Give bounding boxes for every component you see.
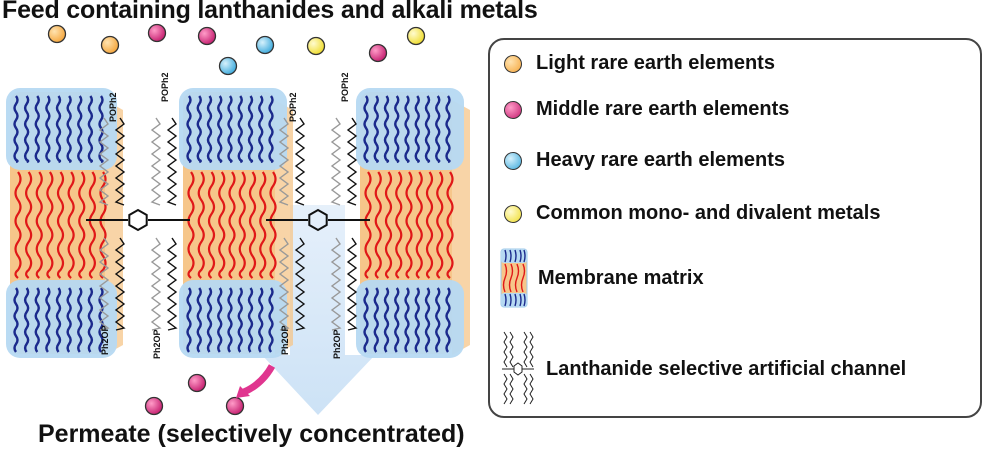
legend-panel: Light rare earth elements Middle rare ea… bbox=[488, 38, 982, 418]
middle-ree-dot-icon bbox=[504, 100, 522, 119]
benzene-ring bbox=[308, 208, 328, 232]
legend-label: Lanthanide selective artificial channel bbox=[546, 357, 907, 380]
ion-dot bbox=[187, 373, 207, 393]
ion-dot bbox=[47, 24, 67, 44]
legend-label: Common mono- and divalent metals bbox=[536, 202, 881, 224]
channel-top-label: POPh2 bbox=[160, 72, 170, 102]
common-metal-dot-icon bbox=[504, 204, 522, 223]
membrane-block bbox=[356, 88, 470, 358]
ion-dot bbox=[225, 396, 245, 416]
legend-label: Membrane matrix bbox=[538, 266, 704, 289]
membrane-icon bbox=[500, 248, 528, 308]
legend-label: Light rare earth elements bbox=[536, 52, 775, 74]
membrane-blocks bbox=[6, 88, 470, 358]
ions-layer bbox=[47, 23, 426, 416]
channel-top-label: POPh2 bbox=[108, 92, 118, 122]
ion-dot bbox=[197, 26, 217, 46]
legend-item-channel: Lanthanide selective artificial channel bbox=[498, 330, 906, 408]
ion-dot bbox=[100, 35, 120, 55]
benzene-ring bbox=[128, 208, 148, 232]
ion-dot bbox=[144, 396, 164, 416]
heavy-ree-dot-icon bbox=[504, 151, 522, 170]
channel-icon bbox=[502, 331, 534, 405]
channel-bottom-label: Ph2OP bbox=[280, 325, 290, 355]
legend-label: Heavy rare earth elements bbox=[536, 149, 786, 171]
channel-bottom-label: Ph2OP bbox=[332, 329, 342, 359]
ion-dot bbox=[368, 43, 388, 63]
light-ree-dot-icon bbox=[504, 54, 522, 73]
channel-top-label: POPh2 bbox=[340, 72, 350, 102]
ion-dot bbox=[218, 56, 238, 76]
permeate-title: Permeate (selectively concentrated) bbox=[38, 420, 465, 448]
legend-item-common: Common mono- and divalent metals bbox=[504, 202, 880, 225]
rejection-arrow bbox=[242, 364, 276, 396]
ion-dot bbox=[147, 23, 167, 43]
legend-item-membrane: Membrane matrix bbox=[500, 248, 704, 308]
legend-label: Middle rare earth elements bbox=[536, 98, 790, 120]
legend-item-middle: Middle rare earth elements bbox=[504, 98, 789, 121]
legend-item-light: Light rare earth elements bbox=[504, 52, 775, 75]
channel-bottom-label: Ph2OP bbox=[152, 329, 162, 359]
ion-dot bbox=[306, 36, 326, 56]
membrane-block bbox=[179, 88, 293, 358]
channel-bottom-label: Ph2OP bbox=[100, 325, 110, 355]
ion-dot bbox=[406, 26, 426, 46]
legend-item-heavy: Heavy rare earth elements bbox=[504, 149, 785, 172]
ion-dot bbox=[255, 35, 275, 55]
channel-top-label: POPh2 bbox=[288, 92, 298, 122]
feed-title: Feed containing lanthanides and alkali m… bbox=[2, 0, 538, 24]
